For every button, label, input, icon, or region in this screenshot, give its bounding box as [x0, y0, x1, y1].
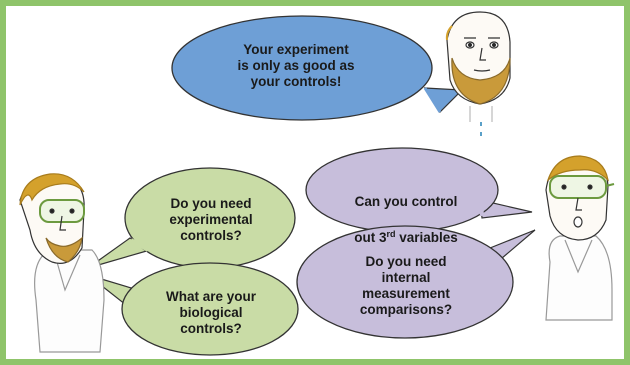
ordinal-superscript: rd — [386, 229, 396, 239]
right-upper-line-2: out 3 — [354, 230, 387, 245]
cartoon-illustration — [19, 11, 615, 356]
right-upper-line-1: Can you control — [354, 194, 458, 209]
right-upper-line-2-end: variables — [395, 230, 458, 245]
right-upper-bubble-text: Can you control out 3rd variables — [326, 178, 486, 246]
right-lower-speech-bubble — [296, 225, 536, 339]
right-scientist-figure — [545, 155, 615, 321]
right-lower-bubble-text: Do you need internal measurement compari… — [359, 254, 453, 317]
left-upper-speech-bubble — [87, 167, 296, 269]
left-scientist-figure — [19, 173, 105, 353]
left-lower-bubble-text: What are your biological controls? — [165, 289, 257, 336]
left-upper-bubble-text: Do you need experimental controls? — [169, 196, 253, 243]
top-speech-bubble — [171, 15, 464, 121]
bald-bearded-scientist-figure — [445, 11, 511, 136]
top-bubble-text: Your experiment is only as good as your … — [237, 42, 355, 89]
